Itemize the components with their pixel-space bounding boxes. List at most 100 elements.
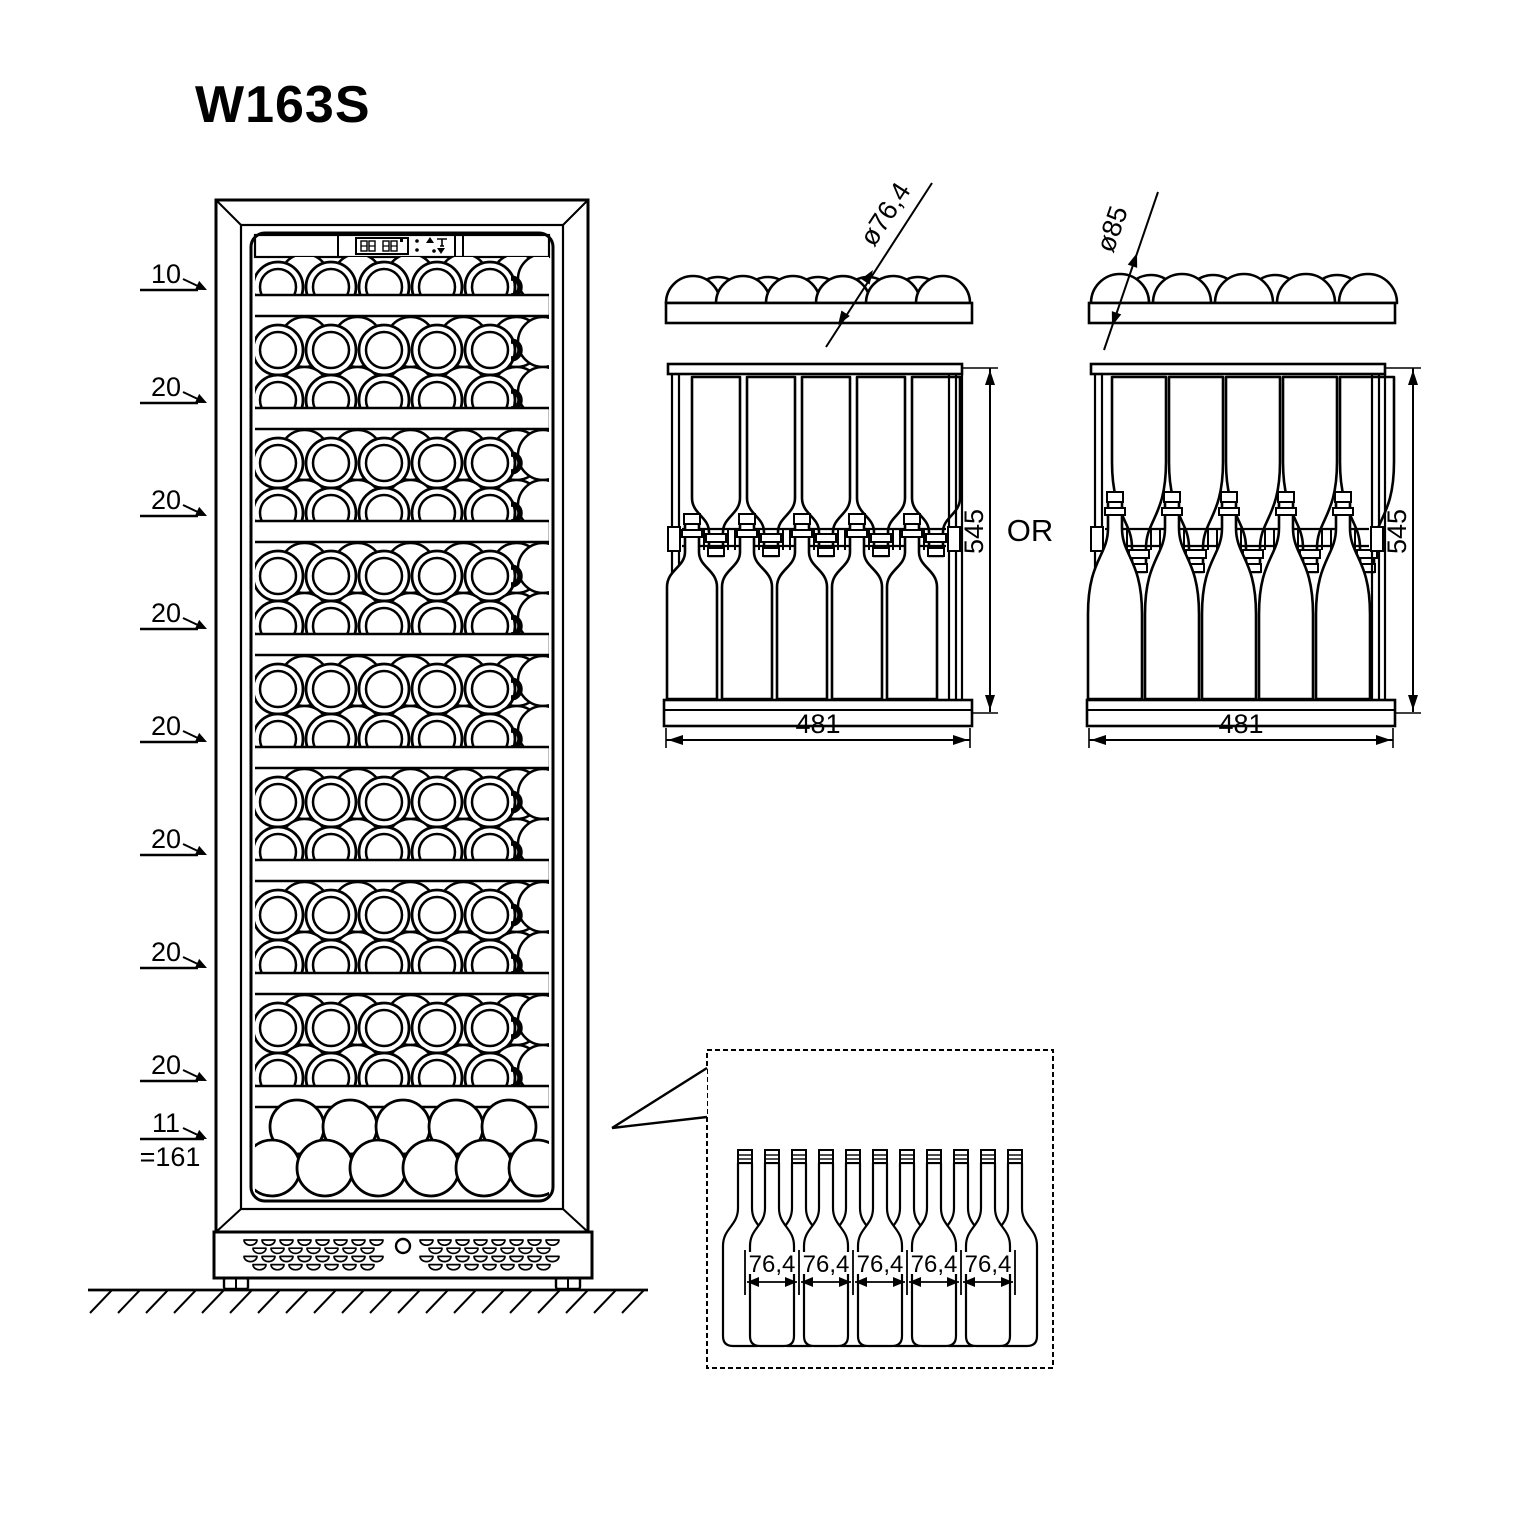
neck-collar	[1299, 549, 1321, 559]
bottle-back-circle	[516, 315, 549, 369]
neck-collar	[1242, 549, 1264, 559]
neck-collar	[1185, 549, 1207, 559]
grille-louver	[473, 1255, 488, 1263]
dim-arrow-icon	[1408, 695, 1418, 710]
hatch-tick	[117, 1289, 141, 1314]
neck-collar	[901, 529, 923, 538]
bottle-punt-circle	[311, 330, 351, 370]
rail-end-tab	[667, 526, 681, 552]
grille-louver	[252, 1247, 267, 1255]
bottle-punt-circle	[311, 1008, 351, 1048]
bottle-punt-circle	[311, 443, 351, 483]
dim-arrow-icon	[747, 1277, 759, 1287]
bottle-cap	[872, 547, 890, 557]
model-title: W163S	[195, 76, 371, 134]
down-arrow-icon	[437, 248, 445, 254]
grille-louver	[369, 1255, 384, 1263]
bottle-punt-circle	[470, 443, 510, 483]
bottle-punt-circle	[417, 330, 457, 370]
grille-louver	[243, 1239, 258, 1247]
spacing-dim-label: 76,4	[911, 1251, 958, 1278]
spacing-dim-label: 76,4	[803, 1251, 850, 1278]
dim-arrow-icon	[861, 270, 873, 285]
capacity-count: 10	[151, 259, 181, 289]
bottle-cap	[953, 1149, 969, 1164]
neck-collar	[1332, 507, 1354, 516]
leader-arrow-icon	[194, 506, 207, 516]
dim-arrow-icon	[855, 1277, 867, 1287]
dim-arrow-icon	[1376, 735, 1391, 745]
capacity-label: 20	[140, 372, 207, 405]
bottle-punt-circle	[417, 556, 457, 596]
grille-louver	[482, 1263, 497, 1271]
bottle-punt-circle	[470, 895, 510, 935]
neck-collar	[736, 529, 758, 538]
grille-louver	[369, 1239, 384, 1247]
bottle-punt-circle	[311, 556, 351, 596]
neck-collar	[1128, 549, 1150, 559]
label-mask	[747, 1252, 797, 1274]
grille-louver	[509, 1255, 524, 1263]
neck-collar	[925, 533, 947, 543]
dim-arrow-icon	[985, 370, 995, 385]
rack-view-bordeaux	[662, 182, 998, 748]
rack-top-bar	[666, 362, 964, 376]
bottle-row	[255, 704, 549, 766]
dim-arrow-icon	[953, 735, 968, 745]
shelf-board	[255, 519, 549, 544]
grille-louver	[455, 1239, 470, 1247]
leader-arrow-icon	[194, 619, 207, 629]
bottle-punt-circle	[258, 443, 298, 483]
front-bottle	[802, 1149, 850, 1348]
rack-top-bar	[1089, 362, 1387, 376]
bottle-cap	[791, 1149, 807, 1164]
callout-line	[611, 1066, 708, 1130]
shelf-board-side	[1087, 301, 1397, 325]
vent-knob-circle	[394, 1237, 412, 1255]
neck-collar	[705, 533, 727, 543]
diameter-dim-label-2: ø85	[1090, 202, 1134, 256]
bottle-punt-circle	[258, 669, 298, 709]
grille-louver	[270, 1263, 285, 1271]
bottle-cap	[926, 1149, 942, 1164]
bottle-punt-circle	[470, 782, 510, 822]
bottle-back-circle	[516, 654, 549, 708]
spacing-dim-label: 76,4	[857, 1251, 904, 1278]
grille-louver	[333, 1239, 348, 1247]
grille-louver	[437, 1255, 452, 1263]
bottle-cap	[762, 547, 780, 557]
diameter-dim-label-1: ø76,4	[854, 177, 917, 251]
bottle-back-circle	[516, 880, 549, 934]
rack-bottom-board	[1085, 698, 1397, 728]
grille-louver	[491, 1239, 506, 1247]
bottle-hump-front	[1089, 272, 1151, 305]
height-dim-label-2: 545	[1382, 509, 1412, 554]
bottle-cap	[848, 513, 866, 525]
bottle-cap	[764, 1149, 780, 1164]
shelf-board	[255, 745, 549, 770]
grille-louver	[491, 1255, 506, 1263]
bottle-punt-circle	[311, 895, 351, 935]
capacity-label: 20	[140, 598, 207, 631]
hatch-tick	[341, 1289, 365, 1314]
bottle-punt-circle	[417, 669, 457, 709]
corner-bevel	[562, 1208, 589, 1233]
label-mask	[963, 1252, 1013, 1274]
bottle-back-circle	[516, 993, 549, 1047]
bottle-punt-circle	[364, 443, 404, 483]
capacity-label: 20	[140, 937, 207, 970]
glass-door-outline	[249, 231, 555, 1203]
width-dim-label-1: 481	[795, 709, 840, 739]
grille-louver	[419, 1255, 434, 1263]
bottle-punt-circle	[364, 895, 404, 935]
grille-louver	[261, 1239, 276, 1247]
capacity-count: 11	[152, 1108, 180, 1138]
bottle-hump-front	[1213, 272, 1275, 305]
ground-hatching	[88, 1288, 648, 1314]
grille-louver	[482, 1247, 497, 1255]
leader-arrow-icon	[194, 958, 207, 968]
capacity-label: 20	[140, 485, 207, 518]
capacity-count: 20	[151, 598, 181, 628]
bottle-cap	[707, 547, 725, 557]
bottle-back-circle	[516, 541, 549, 595]
